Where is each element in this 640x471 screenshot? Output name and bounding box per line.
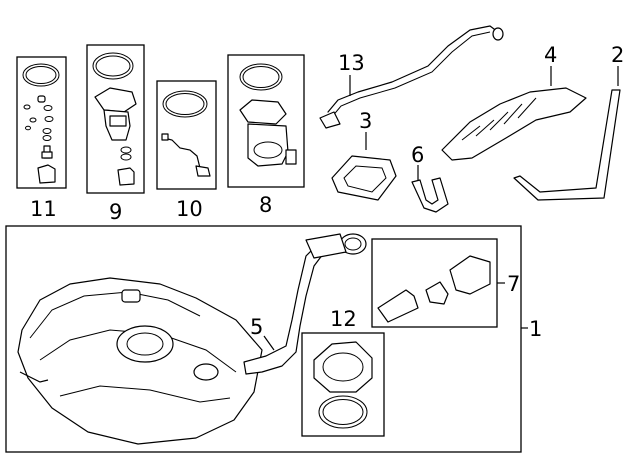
seal-ring-icon: [239, 63, 283, 91]
hose-end-icon: [492, 27, 504, 41]
callout-2: 2: [611, 43, 624, 67]
kit-box-12: [301, 332, 385, 437]
kit-box-10-frame: [156, 80, 217, 190]
callout-4: 4: [544, 43, 557, 67]
lock-ring-icon: [313, 341, 373, 393]
hose-clip-icon: [319, 111, 341, 129]
kit-box-10: [156, 80, 217, 190]
fuel-tank: [17, 277, 263, 445]
sleeve-icon: [449, 255, 491, 295]
hose-icon: [377, 289, 419, 323]
filter-icon: [37, 164, 56, 184]
kit-box-11-frame: [16, 56, 67, 189]
heat-shield-4: [441, 87, 587, 161]
float-icon: [195, 165, 211, 177]
seal-ring-icon: [318, 395, 368, 429]
callout-9: 9: [109, 200, 122, 224]
callout-13: 13: [338, 51, 365, 75]
callout-8: 8: [259, 193, 272, 217]
filter-icon: [117, 167, 135, 186]
kit-box-12-frame: [301, 332, 385, 437]
main-box-1-frame: [5, 225, 522, 453]
leader-lines: [263, 66, 619, 351]
callout-5: 5: [250, 315, 263, 339]
kit-box-8: [227, 54, 305, 188]
plug-icon: [37, 95, 46, 103]
kit-box-9: [86, 44, 145, 194]
pump-flange-icon: [94, 87, 137, 113]
clip-6: [411, 177, 449, 213]
tank-strap-2: [513, 89, 621, 201]
kit-box-11: [16, 56, 67, 189]
cap-icon: [425, 281, 449, 305]
bracket-plate-3: [331, 155, 397, 201]
filler-pipe-5: [243, 233, 367, 375]
callout-7: 7: [507, 272, 520, 296]
pump-assembly-icon: [247, 123, 289, 167]
kit-box-8-frame: [227, 54, 305, 188]
callout-6: 6: [411, 143, 424, 167]
pump-flange-icon: [239, 99, 287, 125]
callout-3: 3: [359, 109, 372, 133]
seal-ring-icon: [92, 52, 134, 80]
seal-ring-icon: [22, 63, 60, 87]
kit-box-9-frame: [86, 44, 145, 194]
seal-ring-icon: [162, 90, 208, 118]
o-ring-icon: [23, 104, 31, 110]
callout-11: 11: [30, 197, 57, 221]
kit-box-7: [371, 238, 498, 328]
vent-hose-13: [319, 25, 504, 129]
sender-wire-icon: [163, 137, 201, 169]
callout-10: 10: [176, 197, 203, 221]
callout-1: 1: [529, 317, 542, 341]
callout-12: 12: [330, 307, 357, 331]
tank-opening-icon: [116, 325, 174, 363]
o-ring-icon: [120, 146, 132, 154]
